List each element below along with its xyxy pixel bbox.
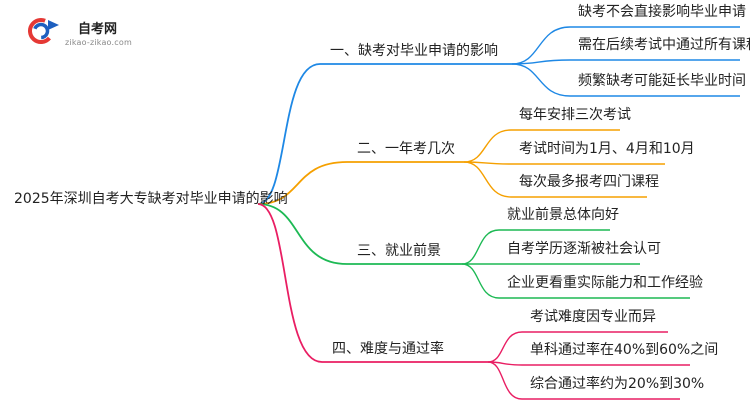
branch-connector-3 (257, 203, 348, 265)
child-node-3-2[interactable]: 自考学历逐渐被社会认可 (507, 241, 661, 257)
branch-node-4[interactable]: 四、难度与通过率 (332, 341, 444, 357)
logo-title: 自考网 (78, 22, 118, 37)
child-node-4-2[interactable]: 单科通过率在40%到60%之间 (530, 342, 719, 358)
child-node-2-2[interactable]: 考试时间为1月、4月和10月 (519, 141, 695, 157)
child-node-2-3[interactable]: 每次最多报考四门课程 (519, 174, 659, 190)
child-connector-3-1 (461, 229, 500, 265)
child-node-4-3[interactable]: 综合通过率约为20%到30% (530, 376, 705, 392)
child-node-3-1[interactable]: 就业前景总体向好 (507, 207, 619, 223)
site-logo[interactable]: 自考网 zikao-zikao.com (28, 14, 158, 54)
branch-connector-2 (257, 161, 348, 205)
root-node[interactable]: 2025年深圳自考大专缺考对毕业申请的影响 (14, 191, 288, 207)
child-node-4-1[interactable]: 考试难度因专业而异 (530, 309, 656, 325)
child-node-3-3[interactable]: 企业更看重实际能力和工作经验 (507, 275, 703, 291)
branch-node-2[interactable]: 二、一年考几次 (357, 141, 455, 157)
logo-url: zikao-zikao.com (65, 38, 132, 47)
child-connector-1-3 (511, 63, 571, 97)
child-connector-4-3 (487, 361, 523, 400)
child-connector-4-1 (487, 331, 523, 363)
child-connector-3-3 (461, 263, 500, 299)
child-connector-1-2 (511, 59, 571, 65)
branch-node-1[interactable]: 一、缺考对毕业申请的影响 (330, 43, 498, 59)
child-connector-2-3 (463, 161, 512, 198)
logo-mark-icon (28, 18, 59, 44)
branch-node-3[interactable]: 三、就业前景 (357, 243, 441, 259)
child-connector-2-1 (463, 129, 512, 163)
child-node-2-1[interactable]: 每年安排三次考试 (519, 107, 631, 123)
child-node-1-2[interactable]: 需在后续考试中通过所有课程 (578, 37, 750, 53)
child-connector-1-1 (511, 26, 571, 65)
branch-connector-1 (257, 63, 321, 205)
branch-connector-4 (257, 203, 323, 363)
child-node-1-1[interactable]: 缺考不会直接影响毕业申请 (578, 4, 746, 20)
child-node-1-3[interactable]: 频繁缺考可能延长毕业时间 (578, 73, 746, 89)
